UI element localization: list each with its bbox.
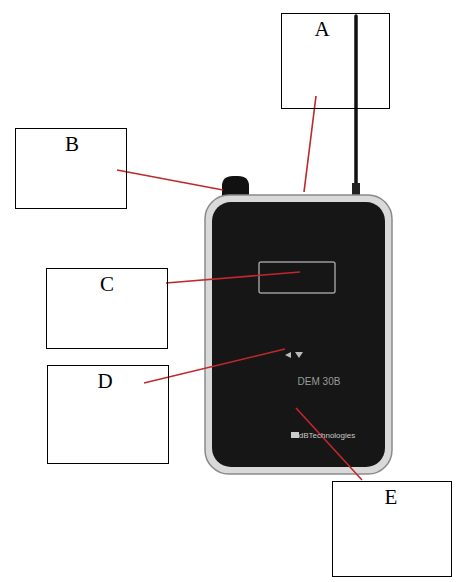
leader-line (166, 272, 300, 283)
callout-letter: D (97, 370, 112, 393)
leader-line (304, 96, 316, 192)
button-down (295, 352, 303, 358)
button-left (285, 352, 291, 358)
callout-letter: A (314, 18, 329, 41)
device-housing (205, 195, 392, 474)
display (259, 262, 335, 293)
callout-letter: C (100, 273, 114, 296)
logo-mark (291, 432, 299, 438)
leader-line (144, 349, 285, 383)
device-face (212, 202, 385, 467)
model-name: DEM 30B (298, 376, 341, 387)
callout-letter: B (65, 133, 79, 156)
callout-box: E (332, 481, 452, 577)
callout-box: B (15, 128, 127, 209)
callout-box: C (46, 268, 168, 349)
brand-logo: dBTechnologies (299, 431, 355, 440)
callout-box: A (281, 13, 390, 109)
callout-letter: E (385, 486, 398, 509)
callout-box: D (47, 365, 169, 464)
leader-line (117, 170, 223, 190)
antenna (354, 16, 358, 186)
leader-line (296, 408, 362, 480)
